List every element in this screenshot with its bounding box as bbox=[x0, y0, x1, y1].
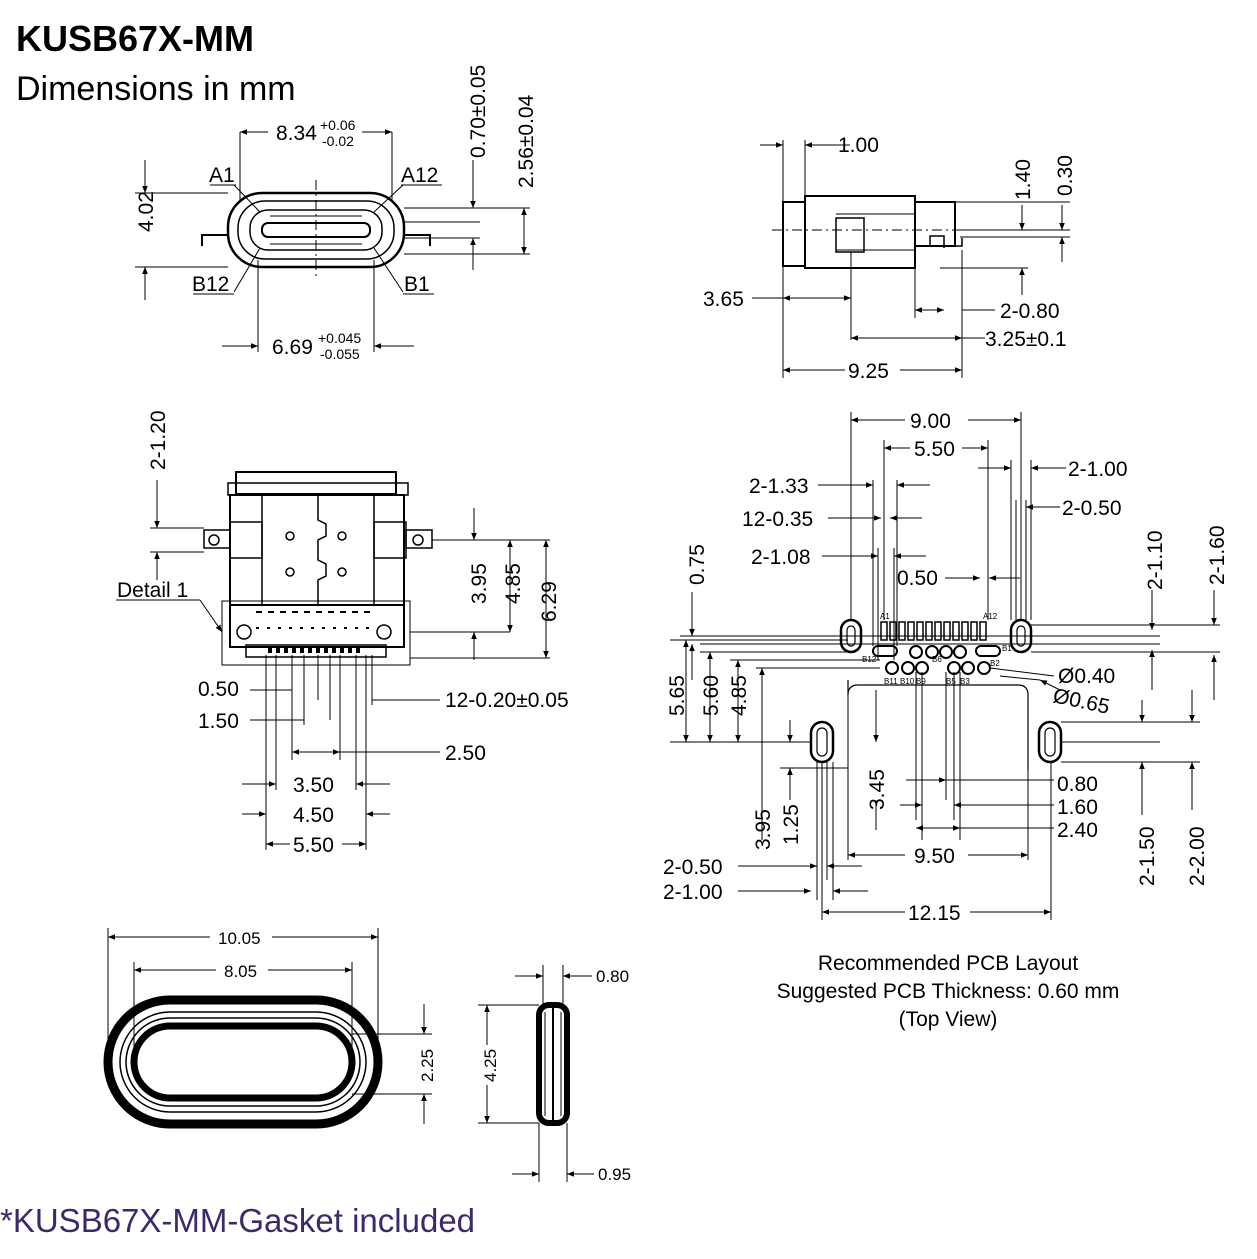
gasket-footnote: *KUSB67X-MM-Gasket included bbox=[0, 1202, 476, 1239]
pcb-dim-3: 2-1.00 bbox=[1068, 458, 1128, 481]
pcb-pad-a1: A1 bbox=[880, 612, 890, 621]
front-pin-b1: B1 bbox=[404, 273, 430, 296]
front-view-labels: 8.34 +0.06 -0.02 4.02 0.70±0.05 2.56±0.0… bbox=[135, 65, 538, 362]
pcb-caption-line-2: Suggested PCB Thickness: 0.60 mm bbox=[776, 980, 1120, 1003]
pcb-pad-b5: B5 bbox=[946, 677, 956, 686]
front-tongue-offset-value: 0.70±0.05 bbox=[467, 65, 490, 158]
pcb-dim-22: 2.40 bbox=[1057, 819, 1098, 842]
pcb-dim-6: 12-0.35 bbox=[742, 508, 813, 531]
pcb-dim-28: 2-2.00 bbox=[1186, 826, 1209, 886]
pcb-pad-a12: A12 bbox=[983, 612, 998, 621]
pcb-pad-b12: B12 bbox=[862, 655, 877, 664]
front-width-top-tol-plus: +0.06 bbox=[320, 117, 356, 133]
gasket-dim-5: 0.80 bbox=[596, 967, 629, 986]
side-view bbox=[752, 140, 1070, 378]
top-dim-8: 2.50 bbox=[445, 742, 486, 765]
top-dim-11: 5.50 bbox=[293, 834, 334, 857]
pcb-caption: Recommended PCB Layout Suggested PCB Thi… bbox=[700, 950, 1196, 1034]
top-dim-6: 1.50 bbox=[198, 710, 239, 733]
pcb-dim-24: 2-0.50 bbox=[663, 856, 723, 879]
pcb-pad-b3: B3 bbox=[960, 677, 970, 686]
gasket-dim-6: 0.95 bbox=[598, 1165, 631, 1184]
pcb-dim-8: 2-1.60 bbox=[1206, 525, 1229, 585]
top-dim-7: 12-0.20±0.05 bbox=[445, 689, 569, 712]
pcb-dim-17: 3.45 bbox=[866, 769, 889, 810]
pcb-dim-11: 0.50 bbox=[897, 567, 938, 590]
pcb-dim-25: 2-1.00 bbox=[663, 881, 723, 904]
pcb-pad-b11: B11 bbox=[884, 677, 898, 686]
pcb-dim-2: 5.50 bbox=[914, 438, 955, 461]
pcb-dim-5: 2-0.50 bbox=[1062, 497, 1122, 520]
top-view bbox=[116, 471, 550, 850]
side-dim-7: 9.25 bbox=[848, 360, 889, 383]
side-dim-6: 3.25±0.1 bbox=[985, 328, 1067, 351]
front-width-top-value: 8.34 bbox=[276, 122, 317, 145]
part-number-title: KUSB67X-MM bbox=[16, 18, 255, 59]
pcb-pad-b1: B1 bbox=[1002, 644, 1012, 653]
pcb-dim-4: 2-1.33 bbox=[749, 475, 809, 498]
pcb-pad-b9: B9 bbox=[916, 677, 926, 686]
side-dim-1: 1.00 bbox=[838, 134, 879, 157]
pcb-layout bbox=[670, 412, 1220, 920]
units-note: Dimensions in mm bbox=[16, 70, 296, 108]
front-view bbox=[135, 129, 530, 352]
top-dim-4: 6.29 bbox=[538, 581, 561, 622]
pcb-pad-b6: B6 bbox=[932, 655, 942, 664]
pcb-dim-7: 2-1.10 bbox=[1144, 530, 1167, 590]
pcb-dim-14: 4.85 bbox=[728, 675, 751, 716]
pcb-dim-9: 2-1.08 bbox=[751, 546, 811, 569]
gasket-inner bbox=[130, 1022, 356, 1102]
pcb-dim-19: 1.25 bbox=[780, 804, 803, 845]
front-height-value: 4.02 bbox=[135, 191, 158, 232]
front-pin-a12: A12 bbox=[401, 164, 438, 187]
side-dim-4: 3.65 bbox=[703, 288, 744, 311]
pcb-dim-10: 0.75 bbox=[686, 544, 709, 585]
top-dim-10: 4.50 bbox=[293, 804, 334, 827]
front-inner-height-value: 2.56±0.04 bbox=[515, 94, 538, 188]
pcb-dim-23: 9.50 bbox=[914, 845, 955, 868]
front-width-bottom-value: 6.69 bbox=[272, 336, 313, 359]
front-width-bottom-tol-plus: +0.045 bbox=[318, 330, 361, 346]
top-dim-2: 3.95 bbox=[468, 563, 491, 604]
pcb-caption-line-1: Recommended PCB Layout bbox=[817, 952, 1079, 975]
top-dim-1: 2-1.20 bbox=[147, 410, 170, 470]
side-dim-5: 2-0.80 bbox=[1000, 300, 1060, 323]
front-width-top-tol-minus: -0.02 bbox=[322, 133, 354, 149]
gasket-views bbox=[103, 928, 594, 1182]
top-dim-9: 3.50 bbox=[293, 774, 334, 797]
top-view-labels: Detail 1 2-1.20 3.95 4.85 6.29 0.50 1.50… bbox=[117, 410, 569, 857]
gasket-dim-1: 10.05 bbox=[218, 929, 261, 948]
pcb-dim-20: 0.80 bbox=[1057, 773, 1098, 796]
gasket-labels: 10.05 8.05 2.25 4.25 0.80 0.95 bbox=[218, 929, 631, 1184]
pcb-labels: 9.00 5.50 2-1.00 2-1.33 2-0.50 12-0.35 2… bbox=[663, 410, 1229, 925]
pcb-caption-line-3: (Top View) bbox=[898, 1008, 998, 1031]
front-pin-a1: A1 bbox=[209, 164, 235, 187]
top-dim-5: 0.50 bbox=[198, 678, 239, 701]
pcb-dim-26: 12.15 bbox=[908, 902, 961, 925]
pcb-pad-b10: B10 bbox=[900, 677, 915, 686]
detail-1-label: Detail 1 bbox=[117, 579, 188, 602]
pcb-dim-13: 5.60 bbox=[700, 675, 723, 716]
top-dim-3: 4.85 bbox=[502, 563, 525, 604]
side-dim-2: 1.40 bbox=[1012, 159, 1035, 200]
pcb-dim-27: 2-1.50 bbox=[1136, 826, 1159, 886]
pcb-pad-b2: B2 bbox=[990, 659, 1000, 668]
pcb-dim-12: 5.65 bbox=[666, 675, 689, 716]
gasket-dim-3: 2.25 bbox=[418, 1049, 437, 1082]
side-view-labels: 1.00 1.40 0.30 3.65 2-0.80 3.25±0.1 9.25 bbox=[703, 134, 1077, 383]
pcb-dim-18: 3.95 bbox=[752, 809, 775, 850]
front-width-bottom-tol-minus: -0.055 bbox=[320, 346, 360, 362]
pcb-dim-15: Ø0.40 bbox=[1058, 665, 1115, 688]
pcb-dim-21: 1.60 bbox=[1057, 796, 1098, 819]
gasket-dim-4: 4.25 bbox=[481, 1049, 500, 1082]
side-dim-3: 0.30 bbox=[1054, 155, 1077, 196]
front-pin-b12: B12 bbox=[192, 273, 229, 296]
pcb-dim-1: 9.00 bbox=[910, 410, 951, 433]
gasket-outer bbox=[103, 995, 383, 1129]
gasket-dim-2: 8.05 bbox=[224, 962, 257, 981]
pcb-dim-16: Ø0.65 bbox=[1051, 684, 1112, 718]
